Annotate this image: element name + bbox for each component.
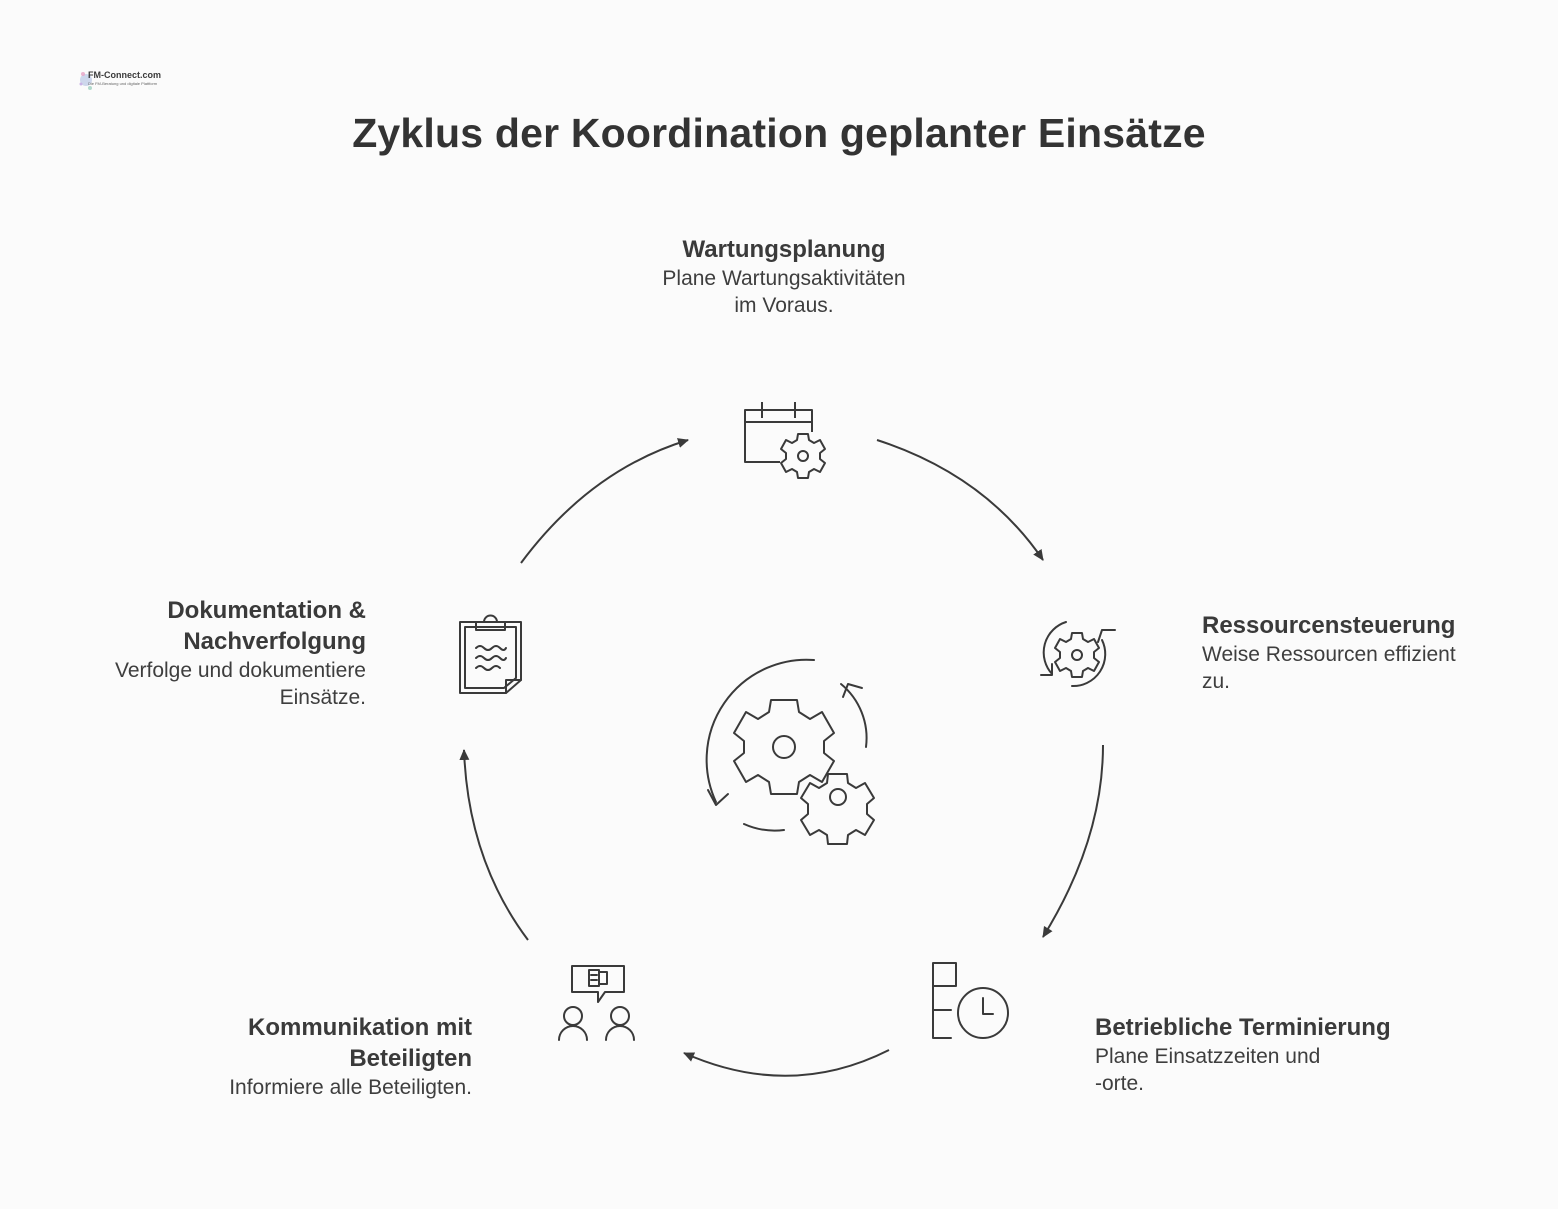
clipboard-icon (459, 614, 522, 694)
logo-text: FM-Connect.com (88, 70, 161, 80)
logo-splash-icon (79, 72, 92, 90)
calendar-gear-icon (744, 402, 826, 479)
arrow-3-to-4 (683, 1049, 890, 1077)
step-desc-line: Weise Ressourcen effizient (1202, 643, 1456, 666)
step-desc-line: -orte. (1095, 1072, 1145, 1095)
step-dokumentation: Dokumentation & Nachverfolgung Verfolge … (40, 595, 366, 711)
step-title-line: Kommunikation mit (247, 1014, 472, 1041)
gears-cycle-icon (705, 658, 875, 845)
gear-refresh-icon (1040, 621, 1116, 688)
schedule-clock-icon (932, 962, 1009, 1039)
arrow-4-to-5 (459, 749, 529, 941)
step-desc-line: Plane Wartungsaktivitäten (662, 267, 906, 290)
step-title: Ressourcensteuerung (1202, 612, 1456, 639)
step-kommunikation: Kommunikation mit Beteiligten Informiere… (150, 1012, 472, 1101)
step-desc-line: Einsätze. (279, 686, 366, 709)
step-desc-line: Verfolge und dokumentiere (114, 659, 366, 682)
logo: FM-Connect.com Die FM-Beratung und digit… (78, 66, 161, 96)
step-betriebliche-terminierung: Betriebliche Terminierung Plane Einsatzz… (1095, 1012, 1475, 1097)
people-chat-icon (558, 965, 635, 1041)
step-desc-line: zu. (1202, 670, 1231, 693)
step-desc-line: im Voraus. (734, 294, 834, 317)
step-title: Wartungsplanung (682, 236, 886, 263)
arrow-1-to-2 (876, 439, 1044, 561)
logo-subtitle: Die FM-Beratung und digitale Plattform (88, 81, 158, 86)
step-title-line: Dokumentation & (167, 597, 366, 624)
step-title: Betriebliche Terminierung (1095, 1014, 1391, 1041)
step-title-line: Beteiligten (349, 1045, 472, 1072)
step-wartungsplanung: Wartungsplanung Plane Wartungsaktivitäte… (600, 234, 968, 319)
step-desc-line: Informiere alle Beteiligten. (229, 1076, 472, 1099)
arrow-2-to-3 (1042, 744, 1104, 938)
diagram-title: Zyklus der Koordination geplanter Einsät… (352, 110, 1206, 156)
step-title-line: Nachverfolgung (183, 628, 366, 655)
step-ressourcensteuerung: Ressourcensteuerung Weise Ressourcen eff… (1202, 610, 1542, 695)
arrow-5-to-1 (520, 438, 689, 564)
step-desc-line: Plane Einsatzzeiten und (1095, 1045, 1321, 1068)
